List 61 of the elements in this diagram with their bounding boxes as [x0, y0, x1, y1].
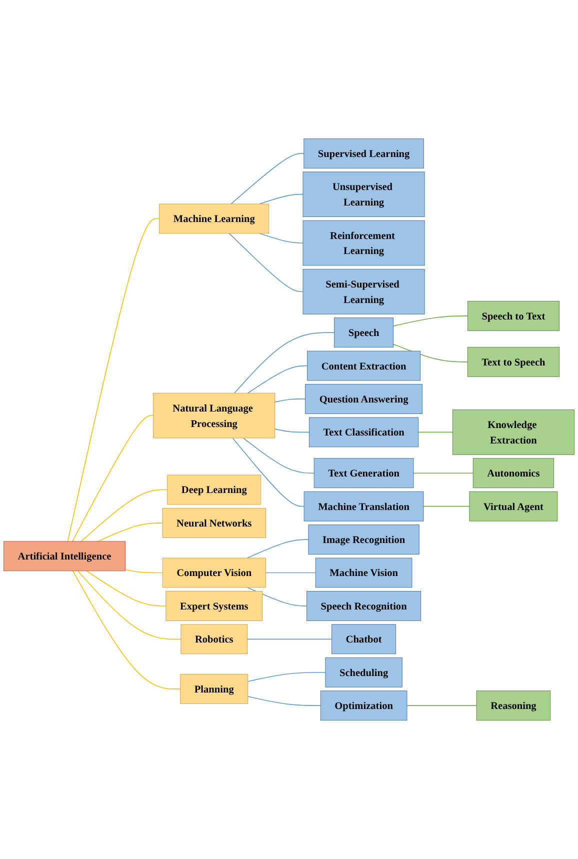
- node-box: Computer Vision: [162, 558, 266, 588]
- connector: [418, 432, 454, 433]
- connector: [234, 332, 335, 394]
- node-box: Machine Learning: [159, 204, 270, 234]
- node-box: Neural Networks: [162, 508, 266, 538]
- node-box: Autonomics: [472, 458, 554, 488]
- node-box: Planning: [180, 674, 248, 704]
- node-box: Question Answering: [305, 384, 422, 414]
- connector: [77, 570, 182, 640]
- node-box: Text to Speech: [467, 346, 560, 377]
- node-box: Virtual Agent: [469, 491, 558, 522]
- connector: [247, 696, 322, 706]
- connector: [259, 194, 304, 204]
- connector: [230, 153, 304, 204]
- node-box: Supervised Learning: [304, 138, 424, 168]
- node-box: Chatbot: [332, 624, 396, 654]
- connector: [246, 587, 308, 606]
- node-box: Reinforcement Learning: [302, 220, 425, 266]
- connector: [228, 233, 304, 292]
- connector: [423, 506, 470, 507]
- node-box: Optimization: [320, 690, 408, 721]
- node-box: Content Extraction: [307, 350, 420, 381]
- node-box: Scheduling: [325, 657, 402, 688]
- connector: [413, 472, 474, 474]
- connector: [86, 570, 166, 606]
- connector: [392, 316, 468, 326]
- connector: [124, 569, 163, 574]
- connector: [259, 233, 304, 244]
- node-box: Machine Translation: [304, 491, 424, 522]
- connector: [80, 489, 168, 542]
- connector: [247, 672, 326, 682]
- node-box: Speech: [334, 318, 394, 348]
- connector: [274, 428, 310, 433]
- connector: [72, 415, 154, 542]
- node-box: Text Classification: [308, 417, 419, 448]
- connector: [406, 705, 477, 706]
- connector: [392, 344, 468, 362]
- connector: [246, 539, 309, 558]
- connector: [72, 570, 181, 690]
- connector: [247, 365, 308, 394]
- node-box: Deep Learning: [167, 474, 262, 505]
- node-box: Natural Language Processing: [153, 392, 276, 438]
- node-box: Artificial Intelligence: [4, 541, 126, 572]
- node-box: Image Recognition: [308, 524, 420, 554]
- node-box: Semi-Supervised Learning: [302, 268, 425, 314]
- node-box: Unsupervised Learning: [302, 172, 425, 218]
- node-box: Machine Vision: [315, 558, 412, 588]
- connector: [274, 398, 306, 403]
- connector: [265, 572, 316, 574]
- connector: [97, 522, 163, 542]
- node-box: Speech to Text: [467, 301, 560, 331]
- connector: [246, 638, 332, 640]
- node-box: Reasoning: [476, 690, 551, 721]
- node-box: Knowledge Extraction: [452, 410, 574, 455]
- node-box: Text Generation: [314, 458, 414, 488]
- node-box: Speech Recognition: [306, 590, 422, 621]
- connector: [232, 438, 304, 507]
- connector: [67, 218, 160, 542]
- node-box: Robotics: [180, 624, 248, 654]
- node-box: Expert Systems: [166, 590, 263, 621]
- connector: [242, 438, 314, 474]
